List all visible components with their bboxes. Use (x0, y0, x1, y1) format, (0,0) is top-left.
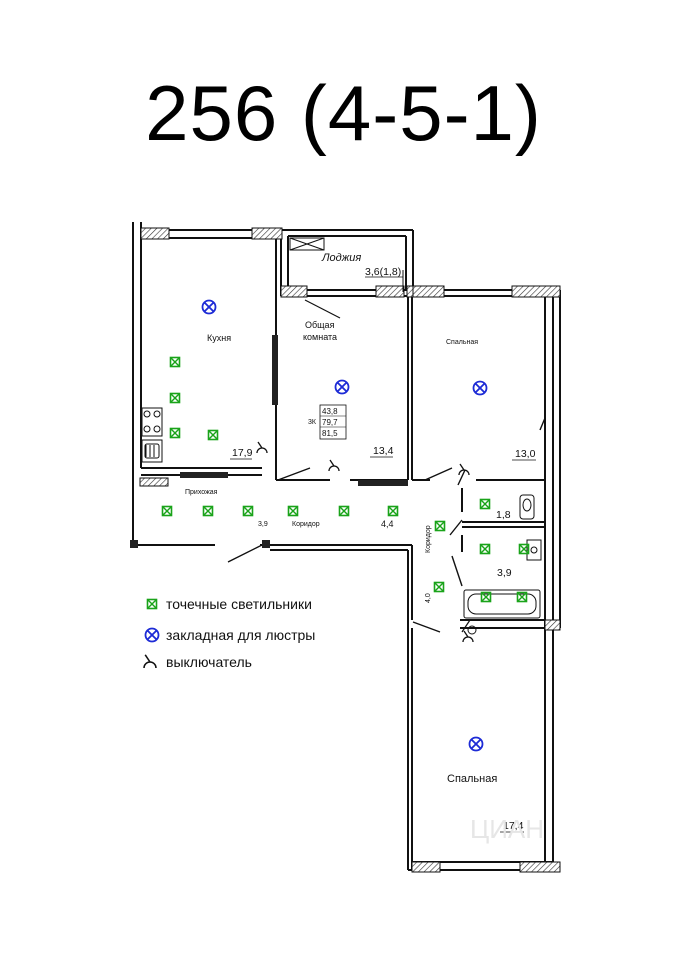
summary-total-with-loggia: 81,5 (322, 429, 338, 438)
bath-area: 3,9 (497, 567, 512, 579)
spot-light-icon (433, 581, 445, 593)
spot-light-icon (479, 543, 491, 555)
thick-partitions (130, 335, 408, 548)
legend-chandelier-label: закладная для люстры (166, 627, 315, 643)
switch-icon (462, 630, 474, 643)
chandelier-icon (201, 299, 217, 315)
living-name-line1: Общая (305, 320, 335, 330)
watermark: ЦИАН (470, 814, 544, 844)
corridor-side-name: Коридор (425, 525, 432, 553)
switches (256, 441, 474, 643)
spot-light-icon (479, 498, 491, 510)
legend-switch-icon (143, 654, 157, 669)
wc-area: 1,8 (496, 509, 511, 521)
spot-light-icon (242, 505, 254, 517)
summary-living: 43,8 (322, 407, 338, 416)
chandelier-icon (472, 380, 488, 396)
spot-light-icon (169, 356, 181, 368)
spot-light-icon (338, 505, 350, 517)
spot-lights (161, 356, 530, 603)
kitchen-area: 17,9 (232, 447, 253, 459)
legend-spot-label: точечные светильники (166, 596, 312, 612)
spot-light-icon (161, 505, 173, 517)
spot-light-icon (387, 505, 399, 517)
spot-light-icon (169, 392, 181, 404)
loggia-area: 3,6(1,8) (365, 266, 401, 278)
spot-light-icon (169, 427, 181, 439)
doors (227, 417, 546, 633)
summary-total: 79,7 (322, 418, 338, 427)
bedroom2-name: Спальная (447, 773, 497, 785)
kitchen-appliances (141, 407, 163, 463)
kitchen-name: Кухня (207, 333, 231, 343)
sanitary-fixtures (463, 494, 542, 635)
summary-rooms: 3К (308, 419, 317, 426)
hall-name: Прихожая (185, 489, 218, 496)
bedroom1-area: 13,0 (515, 448, 536, 460)
corridor-main-name: Коридор (292, 521, 320, 528)
switch-icon (328, 459, 340, 472)
spot-light-icon (207, 429, 219, 441)
legend: точечные светильники закладная для люстр… (143, 596, 315, 670)
living-name-line2: комната (303, 332, 337, 342)
corridor-area-b: 4,4 (381, 519, 394, 529)
chandelier-icon (468, 736, 484, 752)
corridor-area-a: 3,9 (258, 521, 268, 528)
spot-light-icon (434, 520, 446, 532)
switch-icon (256, 441, 268, 454)
misc-lines (304, 289, 471, 633)
legend-switch-label: выключатель (166, 654, 252, 670)
living-area: 13,4 (373, 445, 394, 457)
bedroom1-name: Спальная (446, 339, 478, 346)
chandelier-icon (334, 379, 350, 395)
spot-light-icon (287, 505, 299, 517)
legend-chandelier-icon (144, 627, 160, 643)
spot-light-icon (202, 505, 214, 517)
page-title: 256 (4-5-1) (145, 69, 542, 157)
room-labels: Лоджия 3,6(1,8) Кухня 17,9 Общая комната… (185, 252, 536, 833)
corridor-side-area: 4,0 (425, 593, 432, 603)
wall-hatching (139, 227, 561, 873)
area-summary: 3К 43,8 79,7 81,5 (308, 404, 347, 440)
legend-spot-light-icon (146, 598, 158, 610)
loggia-name: Лоджия (321, 252, 361, 264)
loggia-vent (289, 237, 404, 292)
bedroom2-area: 17,4 (503, 820, 524, 832)
